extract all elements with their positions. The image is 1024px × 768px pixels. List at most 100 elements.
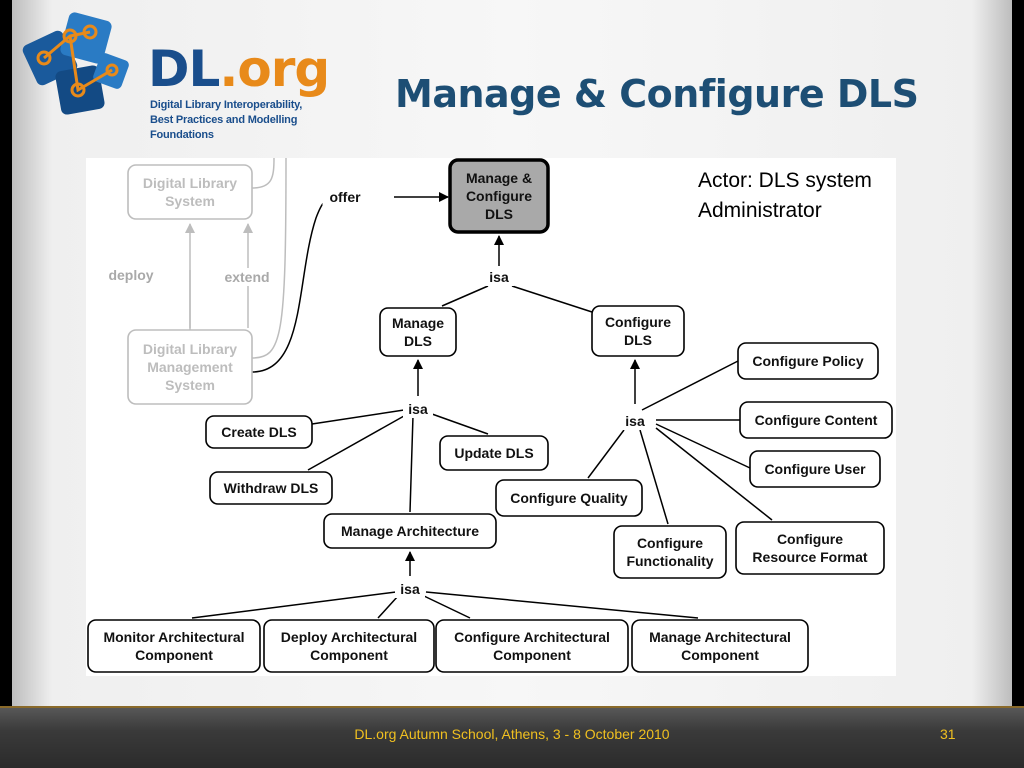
node-label: Component <box>493 647 571 663</box>
node-label: Create DLS <box>221 424 296 440</box>
edge-path <box>251 157 275 189</box>
label-bg <box>484 268 514 286</box>
edge-line <box>311 409 405 425</box>
puzzle-logo-icon <box>22 12 129 115</box>
node-label: Component <box>310 647 388 663</box>
node-label: Configure <box>777 531 843 547</box>
node-label: System <box>165 377 215 393</box>
node-box <box>209 471 333 505</box>
node-label: Manage & <box>466 170 532 186</box>
edge-line <box>641 360 739 411</box>
node-box <box>448 158 550 234</box>
edge-line <box>409 415 414 513</box>
node-label: System <box>165 193 215 209</box>
node-box <box>323 513 497 549</box>
node-label: Digital Library <box>143 175 237 191</box>
relation-label-extend: extend <box>224 269 269 285</box>
edge-line <box>639 429 669 525</box>
node-label: DLS <box>624 332 652 348</box>
edge-line <box>307 415 405 471</box>
label-bg <box>322 188 368 206</box>
node-label: Configure User <box>764 461 866 477</box>
node-box <box>749 450 881 488</box>
label-bg <box>395 580 425 598</box>
footer-bar: DL.org Autumn School, Athens, 3 - 8 Octo… <box>0 706 1024 768</box>
node-label: Management <box>147 359 233 375</box>
node-label: Configure <box>466 188 532 204</box>
relation-label-isa: isa <box>625 413 645 429</box>
node-box <box>591 305 685 357</box>
node-box <box>263 619 435 673</box>
node-label: Functionality <box>626 553 713 569</box>
diagram-labels: offer deploy extend isa isa isa isa <box>104 188 650 598</box>
edge-line <box>511 285 593 313</box>
footer-text: DL.org Autumn School, Athens, 3 - 8 Octo… <box>354 726 670 742</box>
relation-label-deploy: deploy <box>108 267 153 283</box>
node-label: Component <box>135 647 213 663</box>
relation-label-isa: isa <box>408 401 428 417</box>
edge-line <box>655 423 751 469</box>
node-label: Manage Architecture <box>341 523 479 539</box>
relation-label-isa: isa <box>400 581 420 597</box>
node-box <box>435 619 629 673</box>
node-label: Configure Policy <box>752 353 863 369</box>
node-manage-architecture: Manage Architecture <box>323 513 497 549</box>
node-label: Monitor Architectural <box>103 629 244 645</box>
logo-wordmark: DL.org <box>148 40 330 98</box>
node-label: Configure <box>605 314 671 330</box>
node-label: Deploy Architectural <box>281 629 417 645</box>
relation-label-isa: isa <box>489 269 509 285</box>
actor-note: Actor: DLS system Administrator <box>698 169 872 222</box>
node-configure-user: Configure User <box>749 450 881 488</box>
node-create-dls: Create DLS <box>205 415 313 449</box>
label-bg <box>220 268 274 286</box>
edge-line <box>191 591 397 619</box>
node-update-dls: Update DLS <box>439 435 549 471</box>
node-box <box>205 415 313 449</box>
node-box <box>379 307 457 357</box>
slide-title: Manage & Configure DLS <box>395 72 919 116</box>
diagram-edges <box>185 157 773 619</box>
label-bg <box>403 400 433 418</box>
node-configure-policy: Configure Policy <box>737 342 879 380</box>
node-configure-quality: Configure Quality <box>495 479 643 517</box>
node-label: Update DLS <box>454 445 533 461</box>
node-box <box>127 164 253 220</box>
edge-line <box>441 285 489 307</box>
node-label: Withdraw DLS <box>224 480 319 496</box>
node-withdraw-dls: Withdraw DLS <box>209 471 333 505</box>
node-label: Configure <box>637 535 703 551</box>
page-number: 31 <box>940 726 956 742</box>
node-label: Resource Format <box>752 549 867 565</box>
label-bg <box>620 412 650 430</box>
node-label: Configure Content <box>755 412 878 428</box>
label-bg <box>104 266 158 284</box>
edge-line <box>423 595 471 619</box>
logo-subtitle: Digital Library Interoperability, Best P… <box>150 99 303 141</box>
edge-line <box>655 427 773 521</box>
edge-line <box>587 429 625 479</box>
node-label: DLS <box>404 333 432 349</box>
node-label: Configure Architectural <box>454 629 610 645</box>
edge-path <box>251 157 287 359</box>
node-box <box>127 329 253 405</box>
relation-label-offer: offer <box>329 189 361 205</box>
node-configure-content: Configure Content <box>739 401 893 439</box>
footer-divider <box>0 706 1024 708</box>
node-label: DLS <box>485 206 513 222</box>
node-box <box>495 479 643 517</box>
dl-org-logo: DL.org Digital Library Interoperability,… <box>18 6 338 141</box>
edge-line <box>425 591 699 619</box>
node-box <box>739 401 893 439</box>
